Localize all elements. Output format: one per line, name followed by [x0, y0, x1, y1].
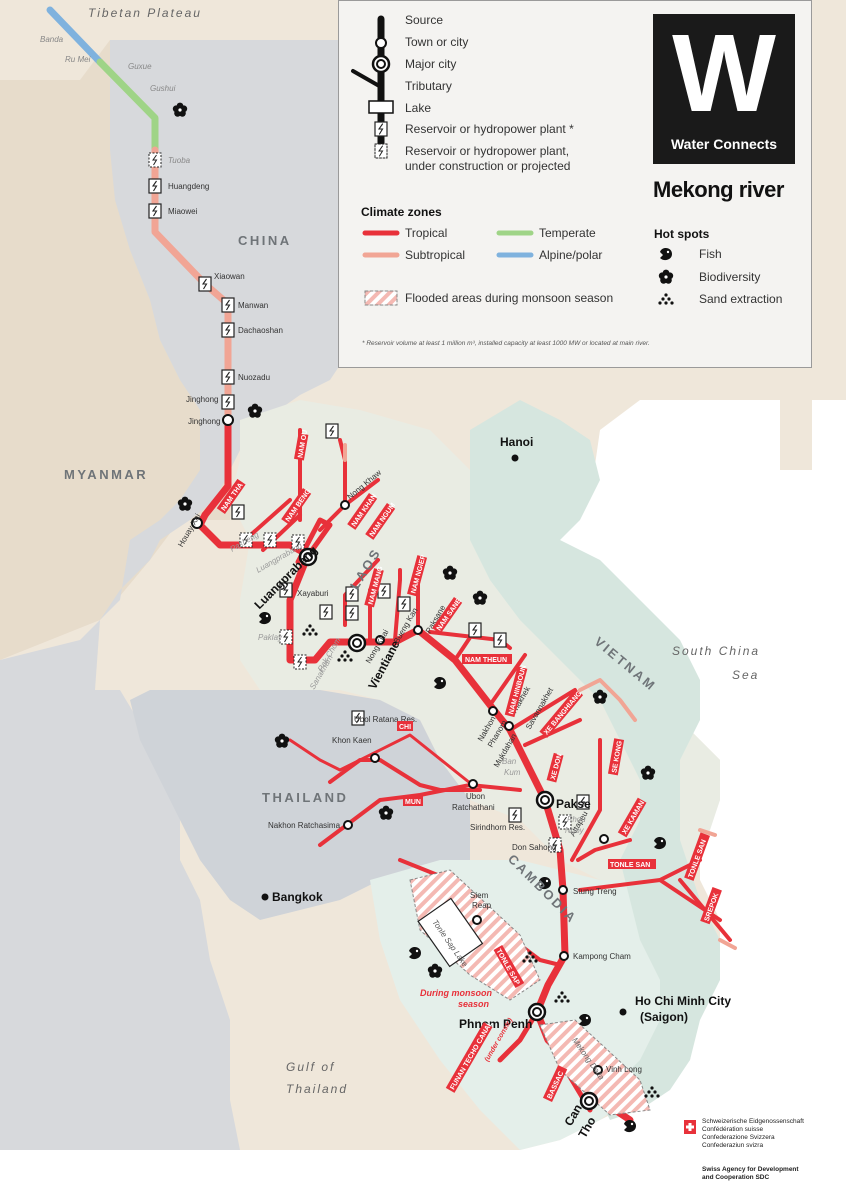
dam-jinghong-label: Jinghong — [186, 395, 218, 404]
kampongcham-label: Kampong Cham — [573, 952, 631, 961]
got-label-2: Thailand — [286, 1082, 348, 1096]
trib-namou: NAM OU — [297, 429, 309, 458]
tonle-sap-lake — [417, 897, 484, 968]
legend-town: Town or city — [405, 35, 469, 49]
khonkaen-label: Khon Kaen — [332, 736, 372, 745]
dam-dachaoshan-label: Dachaoshan — [238, 326, 283, 335]
dam-bankum-label-2: Kum — [504, 768, 521, 777]
trib-namtheun: NAM THEUN — [465, 657, 507, 664]
legend-temperate: Temperate — [539, 226, 596, 240]
siemreap-label-1: Siem — [470, 891, 489, 900]
dam-nuozadu-label: Nuozadu — [238, 373, 270, 382]
legend-fish: Fish — [699, 247, 722, 261]
water-connects-logo: W Water Connects — [653, 14, 795, 164]
legend-reservoir-projected-2: under construction or projected — [405, 159, 571, 173]
dam-bankum-label-1: Ban — [502, 757, 517, 766]
tibet-label: Tibetan Plateau — [88, 6, 202, 20]
sdc-line-2: Confédération suisse — [702, 1126, 764, 1133]
dam-manwan-label: Manwan — [238, 301, 268, 310]
legend-reservoir: Reservoir or hydropower plant * — [405, 122, 574, 136]
nakhon-ratchasima-label: Nakhon Ratchasima — [268, 821, 341, 830]
monsoon-label-2: season — [458, 999, 490, 1009]
legend-subtropical: Subtropical — [405, 248, 466, 262]
dam-phou-label-2: Ngoy — [565, 826, 585, 835]
cities — [191, 414, 627, 1111]
phnompenh-label: Phnom Penh — [459, 1017, 532, 1031]
trib-chi: CHI — [399, 724, 411, 731]
dam-labels-main: Huangdeng Miaowei Xiaowan Manwan Dachaos… — [168, 182, 556, 852]
legend-source: Source — [405, 13, 444, 27]
dam-labels: Banda Ru Mei Guxue Gushui Tuoba — [40, 35, 191, 165]
trib-mun: MUN — [405, 799, 421, 806]
dam-rumei-label: Ru Mei — [65, 55, 91, 64]
logo-subtitle: Water Connects — [670, 136, 778, 152]
sdc-agency: Swiss Agency for Development and Coopera… — [702, 1166, 799, 1182]
dam-miaowei-label: Miaowei — [168, 207, 198, 216]
siemreap-label-2: Reap — [472, 901, 492, 910]
dam-donsahong-label: Don Sahong — [512, 843, 556, 852]
legend-symbols — [351, 15, 674, 306]
hanoi-label: Hanoi — [500, 435, 533, 449]
ubon-label-1: Ubon — [466, 792, 485, 801]
jinghong-city-label: Jinghong — [188, 417, 220, 426]
legend-footnote: * Reservoir volume at least 1 million m³… — [362, 340, 650, 347]
legend-biodiversity: Biodiversity — [699, 270, 761, 284]
dam-phou-label-1: Phou — [567, 815, 586, 824]
china-label: CHINA — [238, 233, 292, 248]
legend-climate-title: Climate zones — [361, 205, 442, 219]
legend-tributary: Tributary — [405, 79, 452, 93]
stungtreng-label: Stung Treng — [573, 887, 617, 896]
dam-huangdeng-label: Huangdeng — [168, 182, 209, 191]
region-labels: Tibetan Plateau South China Sea Gulf of … — [88, 6, 760, 1096]
sdc-line-3: Confederazione Svizzera — [702, 1134, 775, 1141]
legend-flooded: Flooded areas during monsoon season — [405, 291, 614, 305]
legend-major-city: Major city — [405, 57, 457, 71]
logo-letter: W — [672, 12, 776, 135]
monsoon-label-1: During monsoon — [420, 988, 492, 998]
bangkok-label: Bangkok — [272, 890, 323, 904]
got-label-1: Gulf of — [286, 1060, 335, 1074]
sdc-agency-line-2: and Cooperation SDC — [702, 1174, 770, 1181]
dam-banda-label: Banda — [40, 35, 64, 44]
dam-tuoba-label: Tuoba — [168, 156, 191, 165]
legend-tropical: Tropical — [405, 226, 448, 240]
dam-gushui-label: Gushui — [150, 84, 176, 93]
trib-tonlesan-1: TONLE SAN — [610, 862, 650, 869]
sdc-agency-line-1: Swiss Agency for Development — [702, 1166, 799, 1173]
swiss-flag-icon — [684, 1120, 696, 1134]
ubon-label-2: Ratchathani — [452, 803, 495, 812]
pakse-label: Pakse — [556, 797, 591, 811]
legend-alpine: Alpine/polar — [539, 248, 603, 262]
xayaburi-label: Xayaburi — [297, 589, 329, 598]
scs-label-1: South China — [672, 644, 760, 658]
vinhlong-label: Vinh Long — [606, 1065, 642, 1074]
myanmar-label: MYANMAR — [64, 467, 148, 482]
dam-paklay-label: Paklay — [258, 633, 283, 642]
legend-hotspots-title: Hot spots — [654, 227, 710, 241]
legend-lake: Lake — [405, 101, 432, 115]
dam-xiaowan-label: Xiaowan — [214, 272, 245, 281]
dam-ubol-label: Ubol Ratana Res. — [354, 715, 417, 724]
thailand-label: THAILAND — [262, 790, 348, 805]
dam-sirindhorn-label: Sirindhorn Res. — [470, 823, 525, 832]
hcmc-label-1: Ho Chi Minh City — [635, 994, 731, 1008]
sdc-line-1: Schweizerische Eidgenossenschaft — [702, 1118, 804, 1125]
dam-guxue-label: Guxue — [128, 62, 152, 71]
scs-label-2: Sea — [732, 668, 759, 682]
hcmc-label-2: (Saigon) — [640, 1010, 688, 1024]
map-title: Mekong river — [653, 177, 784, 202]
legend-reservoir-projected-1: Reservoir or hydropower plant, — [405, 144, 570, 158]
legend-sand: Sand extraction — [699, 292, 783, 306]
sdc-line-4: Confederaziun svizra — [702, 1142, 764, 1149]
sdc-credit: Schweizerische Eidgenossenschaft Confédé… — [702, 1118, 804, 1150]
